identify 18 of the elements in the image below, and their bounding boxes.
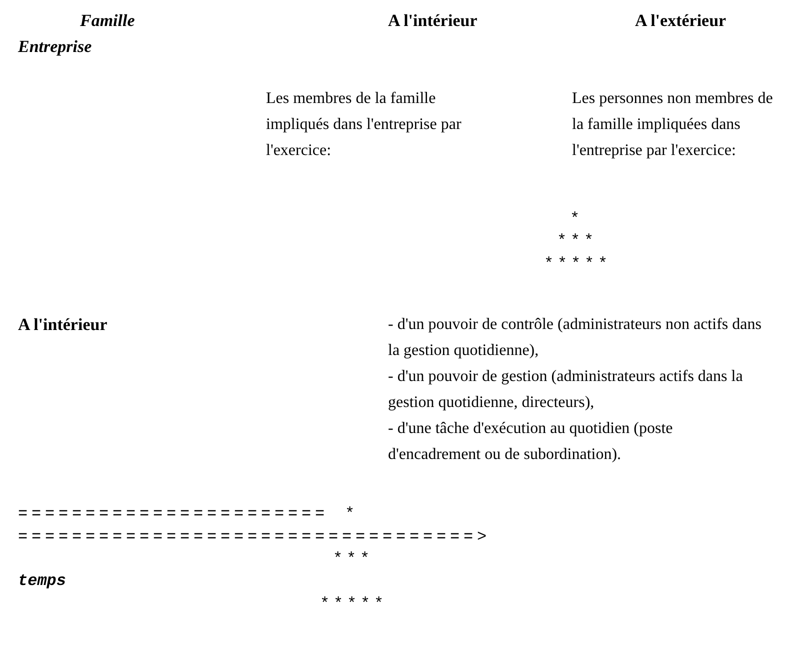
list-item: - d'une tâche d'exécution au quotidien (poste d'encadrement ou de subordination). (388, 419, 674, 465)
column-header: A l'intérieur (388, 10, 478, 32)
column-header: Famille Entreprise (18, 10, 136, 58)
star-mark: *** (333, 549, 374, 570)
axis-label: temps (18, 571, 66, 592)
star-mark: ***** (320, 594, 388, 615)
time-arrow-text: ==================================> (18, 527, 491, 548)
star-mark: ***** (544, 254, 612, 275)
star-mark: * (570, 209, 584, 230)
column-header: A l'extérieur (635, 10, 728, 32)
list-item: - d'un pouvoir de contrôle (administrateurs non actifs dans la gestion quotidienne), (388, 315, 762, 361)
star-mark: * (345, 504, 359, 525)
list-item: - d'un pouvoir de gestion (administrateurs actifs dans la gestion quotidienne, directeurs), (388, 367, 744, 413)
cell-text: Les membres de la famille impliqués dans l'entreprise par l'exercice: (266, 89, 462, 161)
star-mark: *** (557, 231, 598, 252)
time-line-text: ======================= (18, 504, 329, 525)
row-header: A l'intérieur (18, 314, 108, 336)
cell-text: Les personnes non membres de la famille impliquées dans l'entreprise par l'exercice: (572, 89, 774, 161)
